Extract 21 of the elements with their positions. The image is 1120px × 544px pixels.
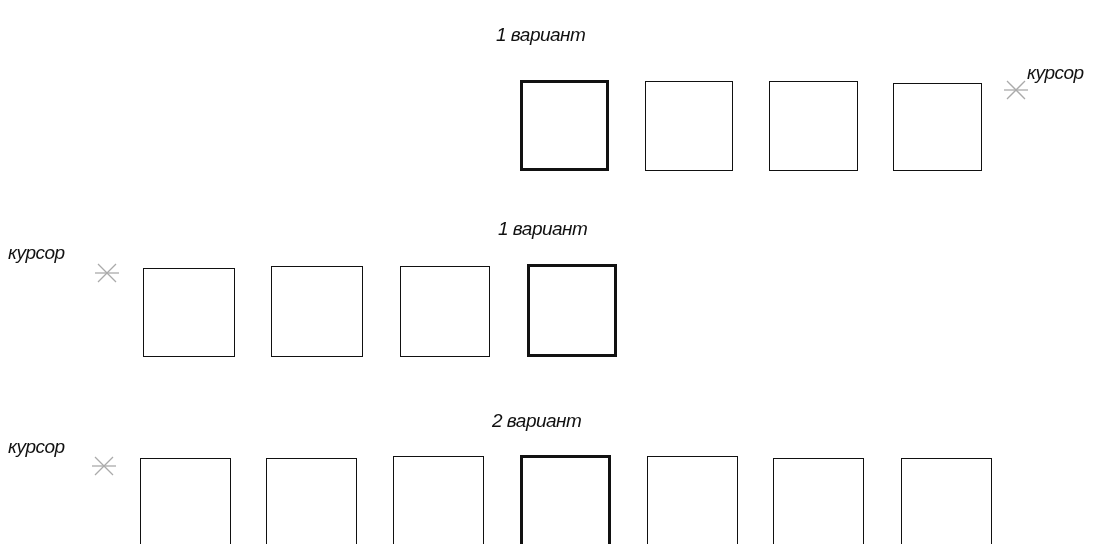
square-outline xyxy=(647,456,738,544)
variant-label: 2 вариант xyxy=(492,410,582,432)
square-outline xyxy=(271,266,363,357)
cursor-label: курсор xyxy=(8,436,65,458)
square-outline xyxy=(901,458,992,544)
square-outline xyxy=(400,266,490,357)
square-outline xyxy=(645,81,733,171)
square-outline xyxy=(393,456,484,544)
square-outline xyxy=(520,455,611,544)
variant-label: 1 вариант xyxy=(496,24,586,46)
square-outline xyxy=(527,264,617,357)
square-outline xyxy=(893,83,982,171)
square-outline xyxy=(520,80,609,171)
square-outline xyxy=(769,81,858,171)
square-outline xyxy=(143,268,235,357)
square-outline xyxy=(140,458,231,544)
square-outline xyxy=(773,458,864,544)
cursor-label: курсор xyxy=(1027,62,1084,84)
variant-label: 1 вариант xyxy=(498,218,588,240)
square-outline xyxy=(266,458,357,544)
cursor-label: курсор xyxy=(8,242,65,264)
